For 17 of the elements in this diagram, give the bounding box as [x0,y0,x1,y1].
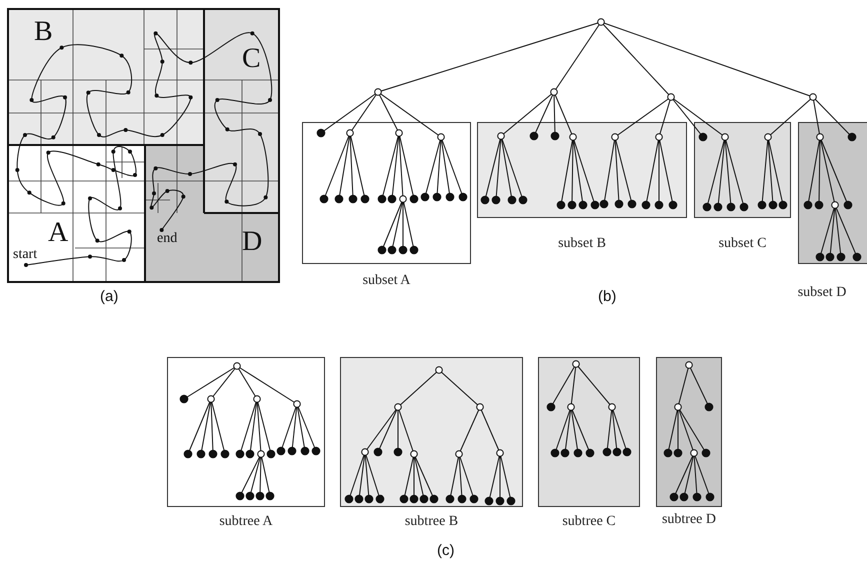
curve-end-label: end [157,232,178,246]
region-letter: B [34,18,53,46]
panel-label: (a) [100,289,118,304]
subset-caption: subset D [798,285,846,301]
curve-end-label: start [13,248,38,262]
panel-label: (b) [598,289,616,304]
region-letter: C [242,45,261,73]
subset-caption: subtree D [662,512,716,528]
panel-label: (c) [437,543,454,558]
subset-caption: subtree A [219,514,273,530]
region-letter: D [242,228,262,256]
region-letter: A [48,219,68,247]
subset-caption: subset C [718,236,766,252]
subset-caption: subset B [558,236,606,252]
subset-caption: subset A [362,273,410,289]
subset-caption: subtree B [404,514,458,530]
subset-caption: subtree C [562,514,616,530]
